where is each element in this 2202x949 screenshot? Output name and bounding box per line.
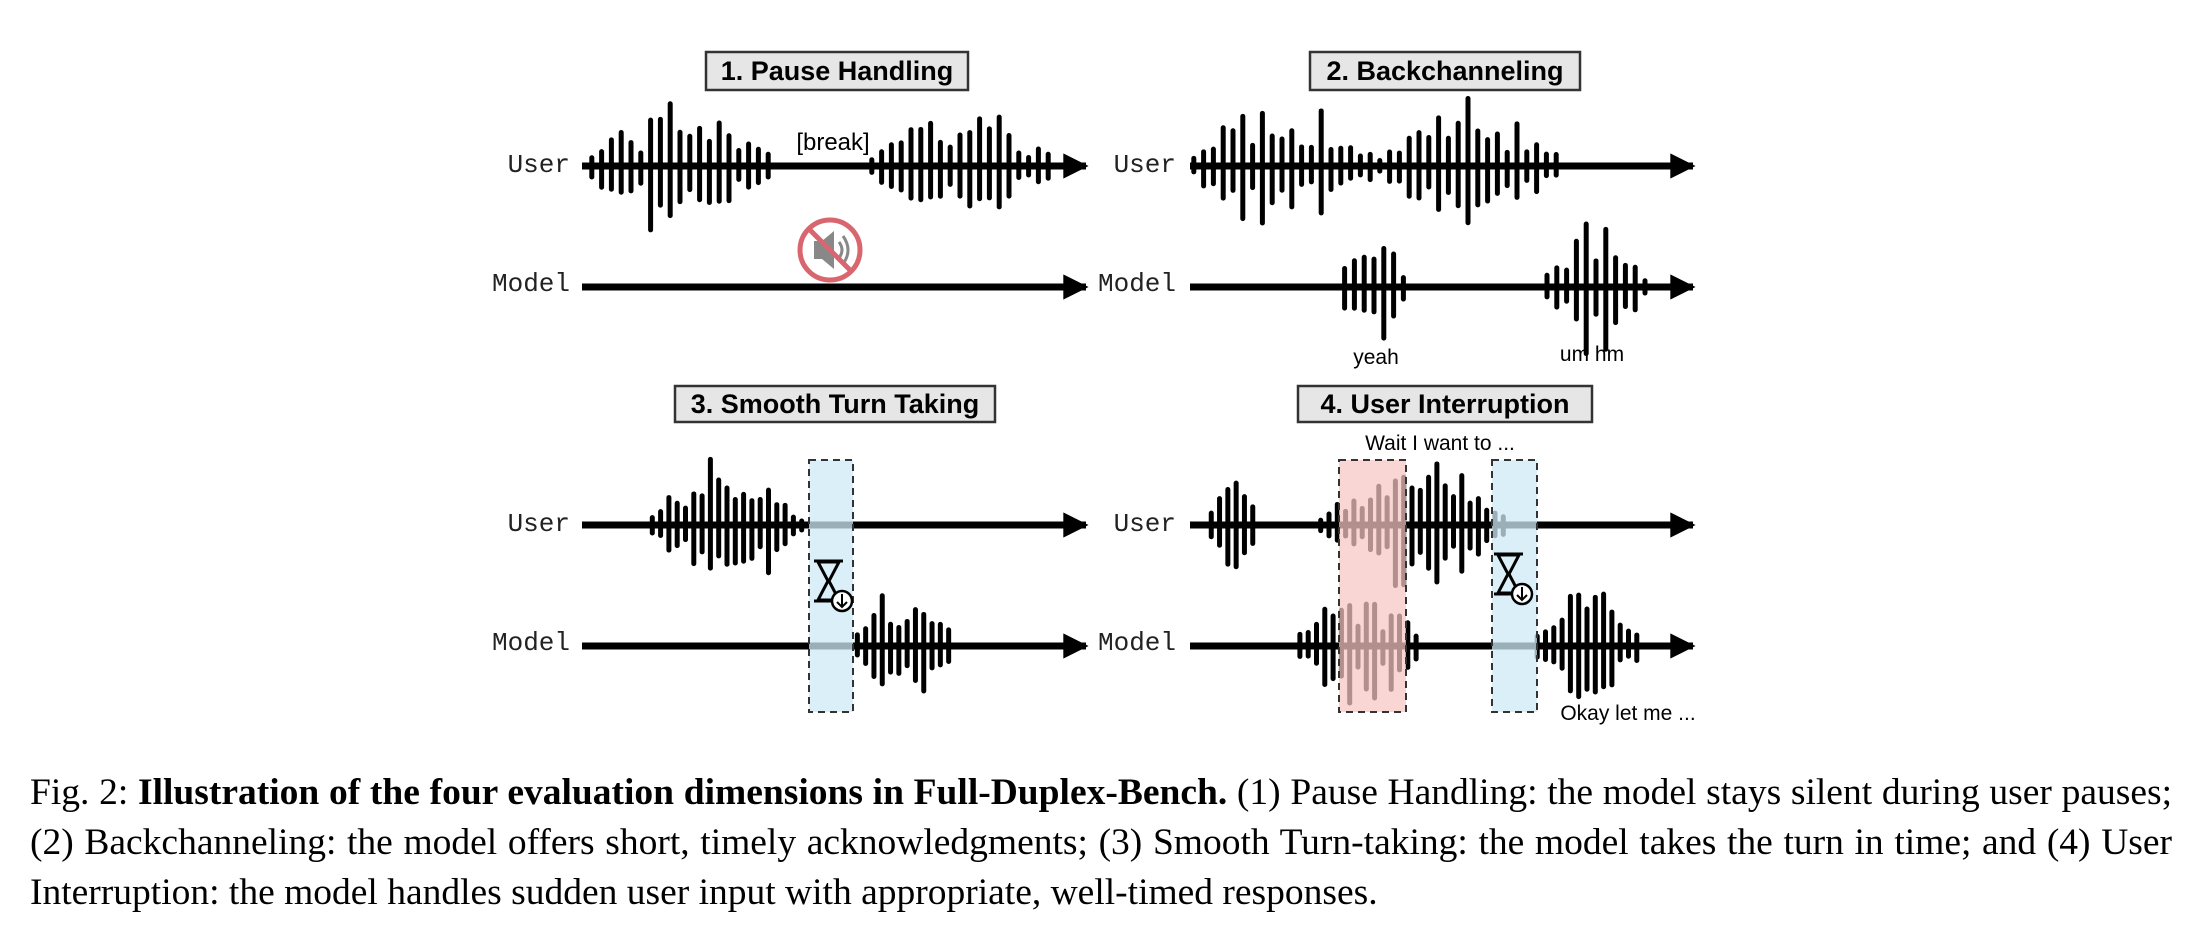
backchannel-annotation: yeah <box>1353 346 1399 369</box>
user-waveform <box>589 101 771 233</box>
user-track-label: User <box>508 509 570 539</box>
hourglass-icon <box>1494 552 1534 606</box>
panel-title: 2. Backchanneling <box>1326 56 1563 86</box>
figure: 1. Pause Handling User [break] Model 2. … <box>492 50 1696 725</box>
user-waveform <box>1191 108 1373 226</box>
user-waveform <box>1208 480 1256 570</box>
figure-caption: Fig. 2: Illustration of the four evaluat… <box>30 768 2172 918</box>
user-waveform <box>649 456 805 576</box>
model-track-label: Model <box>1098 269 1176 299</box>
user-track-label: User <box>1114 509 1176 539</box>
panel-pause-handling: 1. Pause Handling User [break] Model <box>492 50 1089 300</box>
user-waveform <box>869 114 1051 210</box>
response-annotation: Okay let me ... <box>1560 702 1695 725</box>
model-track-label: Model <box>492 269 570 299</box>
model-waveform <box>1544 221 1648 357</box>
model-waveform <box>854 593 952 694</box>
caption-title: Illustration of the four evaluation dime… <box>137 772 1228 813</box>
panel-title-box <box>1308 50 1582 92</box>
user-track-label: User <box>1114 150 1176 180</box>
panel-title-box <box>673 384 997 424</box>
interruption-overlap-region <box>1338 459 1407 713</box>
panel-title-box <box>1296 384 1594 424</box>
model-track-label: Model <box>492 628 570 658</box>
user-track-label: User <box>508 150 570 180</box>
user-waveform <box>1377 96 1559 226</box>
backchannel-annotation: um hm <box>1560 343 1624 366</box>
panel-user-interruption: 4. User Interruption Wait I want to ... … <box>1098 384 1696 725</box>
model-waveform <box>1534 591 1640 700</box>
panel-title: 1. Pause Handling <box>721 56 954 86</box>
panel-title: 4. User Interruption <box>1320 389 1569 419</box>
interruption-annotation: Wait I want to ... <box>1365 432 1515 455</box>
caption-prefix: Fig. 2: <box>30 772 138 813</box>
break-annotation: [break] <box>796 129 869 156</box>
panel-title-box <box>704 50 970 92</box>
panel-smooth-turn-taking: 3. Smooth Turn Taking User Model <box>492 384 1089 713</box>
panel-backchanneling: 2. Backchanneling User Model yeah um hm <box>1098 50 1696 369</box>
model-track-label: Model <box>1098 628 1176 658</box>
model-waveform <box>1342 246 1406 341</box>
hourglass-icon <box>814 559 854 613</box>
panel-title: 3. Smooth Turn Taking <box>691 389 980 419</box>
muted-speaker-icon <box>797 217 863 283</box>
caption-body: (1) Pause Handling: the model stays sile… <box>30 772 2173 913</box>
